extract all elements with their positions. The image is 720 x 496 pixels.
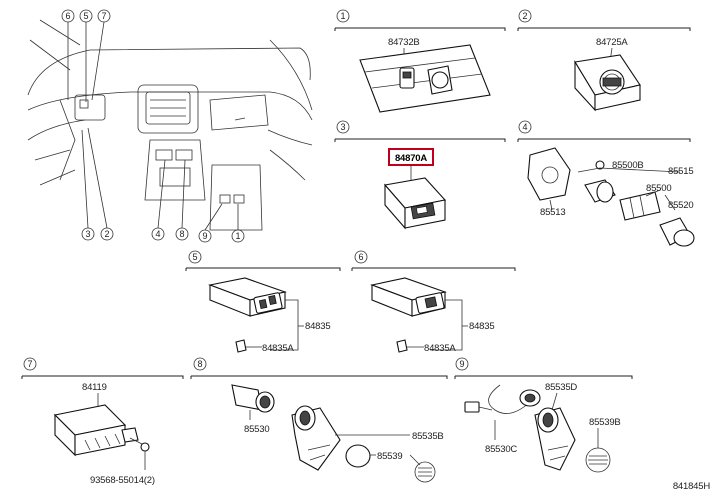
svg-text:2: 2: [104, 229, 109, 239]
part-84835A-s6: 84835A: [424, 343, 456, 354]
section-9: 9 85535D 85530C 85539B: [454, 357, 633, 473]
callout-5-overview: 5: [79, 9, 93, 23]
part-85500B: 85500B: [612, 160, 644, 171]
part-84835-s6: 84835: [469, 321, 494, 332]
svg-text:7: 7: [101, 11, 106, 21]
section-7: 7 84119 93568-55014(2): [21, 357, 184, 486]
section-3: 3 84870A: [334, 120, 506, 230]
svg-text:1: 1: [235, 231, 240, 241]
section-2: 2 84725A: [517, 9, 691, 112]
callout-4-overview: 4: [151, 227, 165, 241]
part-85520: 85520: [668, 200, 693, 211]
svg-text:9: 9: [202, 231, 207, 241]
part-85539: 85539: [377, 451, 402, 462]
svg-text:3: 3: [85, 229, 90, 239]
svg-text:4: 4: [155, 229, 160, 239]
svg-text:7: 7: [27, 359, 32, 369]
svg-text:6: 6: [65, 11, 70, 21]
part-93568-55014: 93568-55014(2): [90, 475, 155, 486]
section-6: 6 84835 84835A: [351, 250, 516, 354]
callout-2-overview: 2: [100, 227, 114, 241]
part-85500: 85500: [646, 183, 671, 194]
part-84835-s5: 84835: [305, 321, 330, 332]
callout-6-overview: 6: [61, 9, 75, 23]
dashboard-overview: [27, 19, 313, 231]
part-85535B: 85535B: [412, 431, 444, 442]
figure-id: 841845H: [673, 481, 711, 492]
section-1: 1 84732B: [334, 9, 506, 113]
part-85530C: 85530C: [485, 444, 517, 455]
part-84835A-s5: 84835A: [262, 343, 294, 354]
svg-text:4: 4: [522, 122, 527, 132]
part-84725A: 84725A: [596, 37, 628, 48]
callout-9-overview: 9: [198, 229, 212, 243]
svg-text:6: 6: [358, 252, 363, 262]
part-85539B: 85539B: [589, 417, 621, 428]
svg-text:1: 1: [340, 11, 345, 21]
part-85530: 85530: [244, 424, 269, 435]
part-84119: 84119: [82, 382, 107, 393]
part-84870A[interactable]: 84870A: [395, 153, 428, 164]
svg-text:8: 8: [197, 359, 202, 369]
svg-text:2: 2: [522, 11, 527, 21]
section-8: 8 85530 85535B 85539: [190, 357, 448, 483]
svg-text:8: 8: [179, 229, 184, 239]
callout-3-overview: 3: [81, 227, 95, 241]
part-85513: 85513: [540, 207, 565, 218]
part-84732B: 84732B: [388, 37, 420, 48]
callout-1-overview: 1: [231, 229, 245, 243]
overview-callouts: 6 5 7 3 2 4 8 9 1: [61, 9, 245, 243]
svg-text:9: 9: [459, 359, 464, 369]
section-4: 4 85500B 85515 85500 85513 85520: [517, 120, 695, 247]
part-85515: 85515: [668, 166, 693, 177]
part-85535D: 85535D: [545, 382, 577, 393]
callout-8-overview: 8: [175, 227, 189, 241]
svg-text:5: 5: [83, 11, 88, 21]
svg-text:5: 5: [192, 252, 197, 262]
callout-7-overview: 7: [97, 9, 111, 23]
svg-text:3: 3: [340, 122, 345, 132]
section-5: 5 84835 84835A: [185, 250, 341, 354]
